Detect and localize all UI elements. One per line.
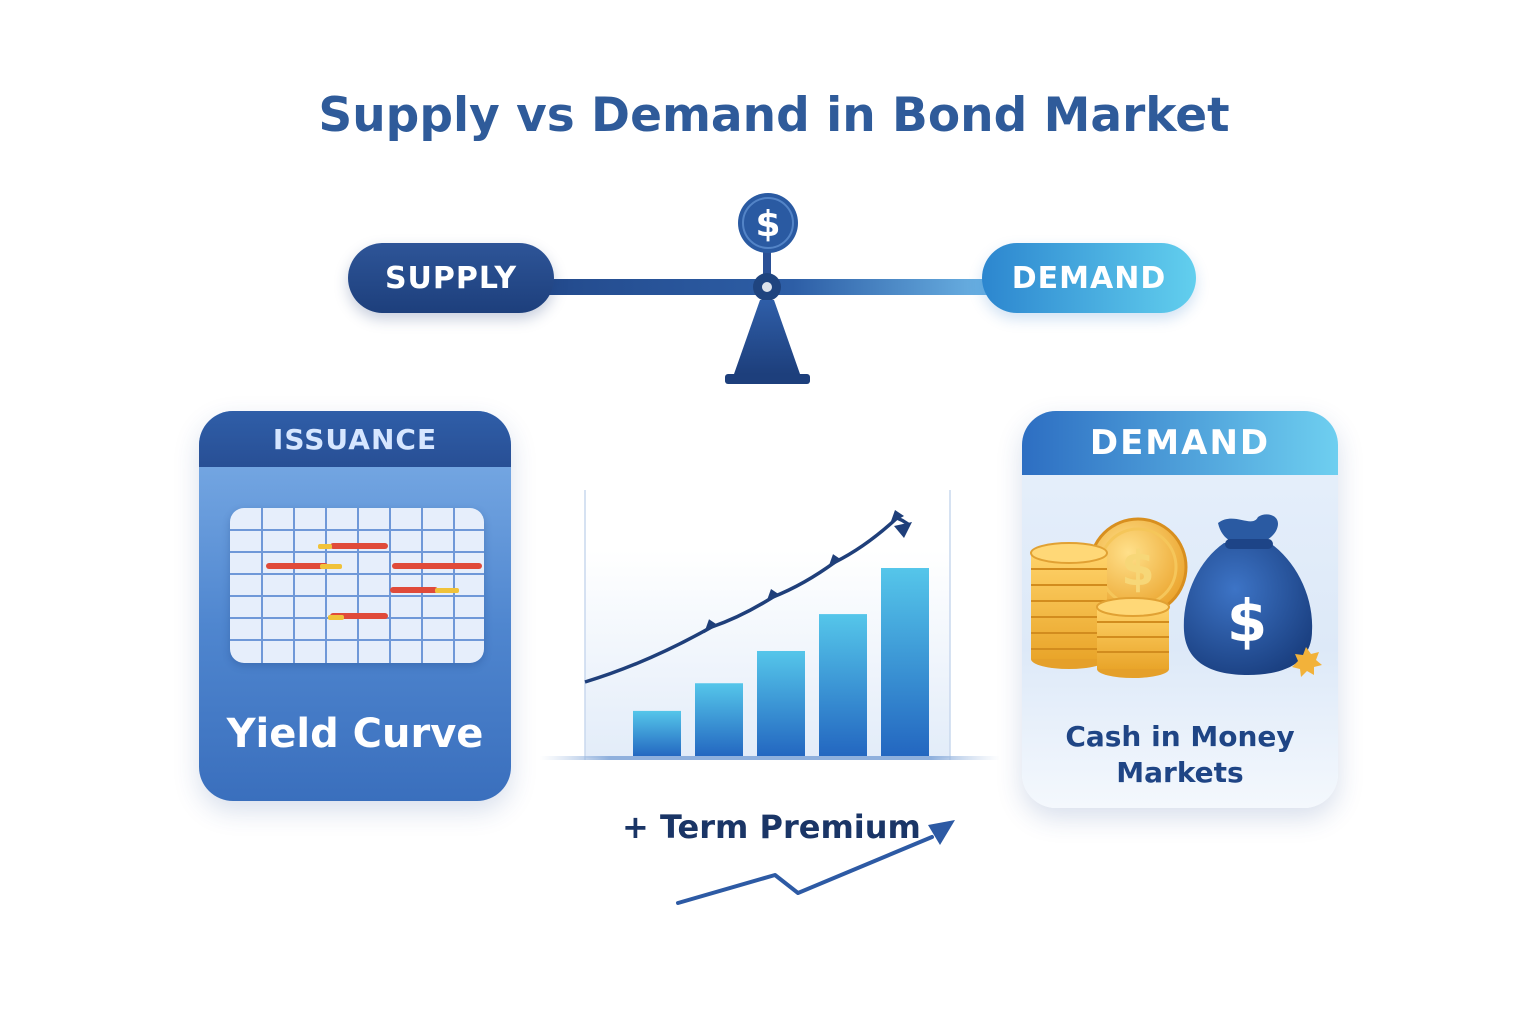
bar-chart	[540, 490, 1000, 760]
demand-label: DEMAND	[982, 243, 1196, 313]
svg-text:$: $	[1227, 587, 1267, 655]
cash-in-money-markets-label: Cash in Money Markets	[1022, 719, 1338, 791]
chart-bar-1	[633, 710, 681, 757]
term-premium-label: + Term Premium	[622, 808, 921, 846]
calendar-grid-icon	[230, 508, 484, 663]
svg-text:$: $	[755, 204, 780, 245]
trend-markers	[704, 510, 904, 634]
chart-bar-3	[757, 650, 805, 757]
dollar-coin-icon: $	[738, 193, 798, 253]
scale-foot	[725, 374, 810, 384]
chart-bar-2	[695, 683, 743, 757]
trend-marker-3	[828, 554, 842, 569]
money-bag-icon: $	[1183, 514, 1322, 677]
balance-scale: $	[540, 193, 1000, 384]
trend-marker-1	[704, 619, 718, 634]
chart-bar-5	[881, 568, 929, 757]
gold-coin-icon: $	[1088, 517, 1188, 617]
chart-bars	[633, 568, 929, 757]
rising-arrow-icon	[676, 820, 955, 905]
chart-baseline	[540, 756, 1000, 760]
trend-marker-4	[890, 510, 904, 524]
yield-curve-label: Yield Curve	[226, 711, 484, 757]
issuance-header: ISSUANCE	[199, 411, 511, 467]
scale-base	[734, 300, 800, 374]
cash-label-line2: Markets	[1116, 756, 1244, 789]
demand-header: DEMAND	[1022, 411, 1338, 475]
chart-bar-4	[819, 614, 867, 757]
cash-label-line1: Cash in Money	[1065, 720, 1295, 753]
coin-stack-icon	[1096, 597, 1170, 678]
supply-label: SUPPLY	[348, 243, 554, 313]
scale-post	[763, 246, 771, 286]
issuance-card: ISSUANCE	[199, 411, 511, 801]
page-title: Supply vs Demand in Bond Market	[318, 88, 1230, 143]
coins-and-bag-illustration: $	[1030, 514, 1322, 678]
trend-arrowhead	[894, 522, 912, 538]
coin-stack-icon	[1030, 542, 1108, 669]
trend-marker-2	[766, 588, 780, 603]
demand-card: DEMAND $	[1022, 411, 1338, 808]
svg-text:$: $	[1121, 541, 1154, 597]
